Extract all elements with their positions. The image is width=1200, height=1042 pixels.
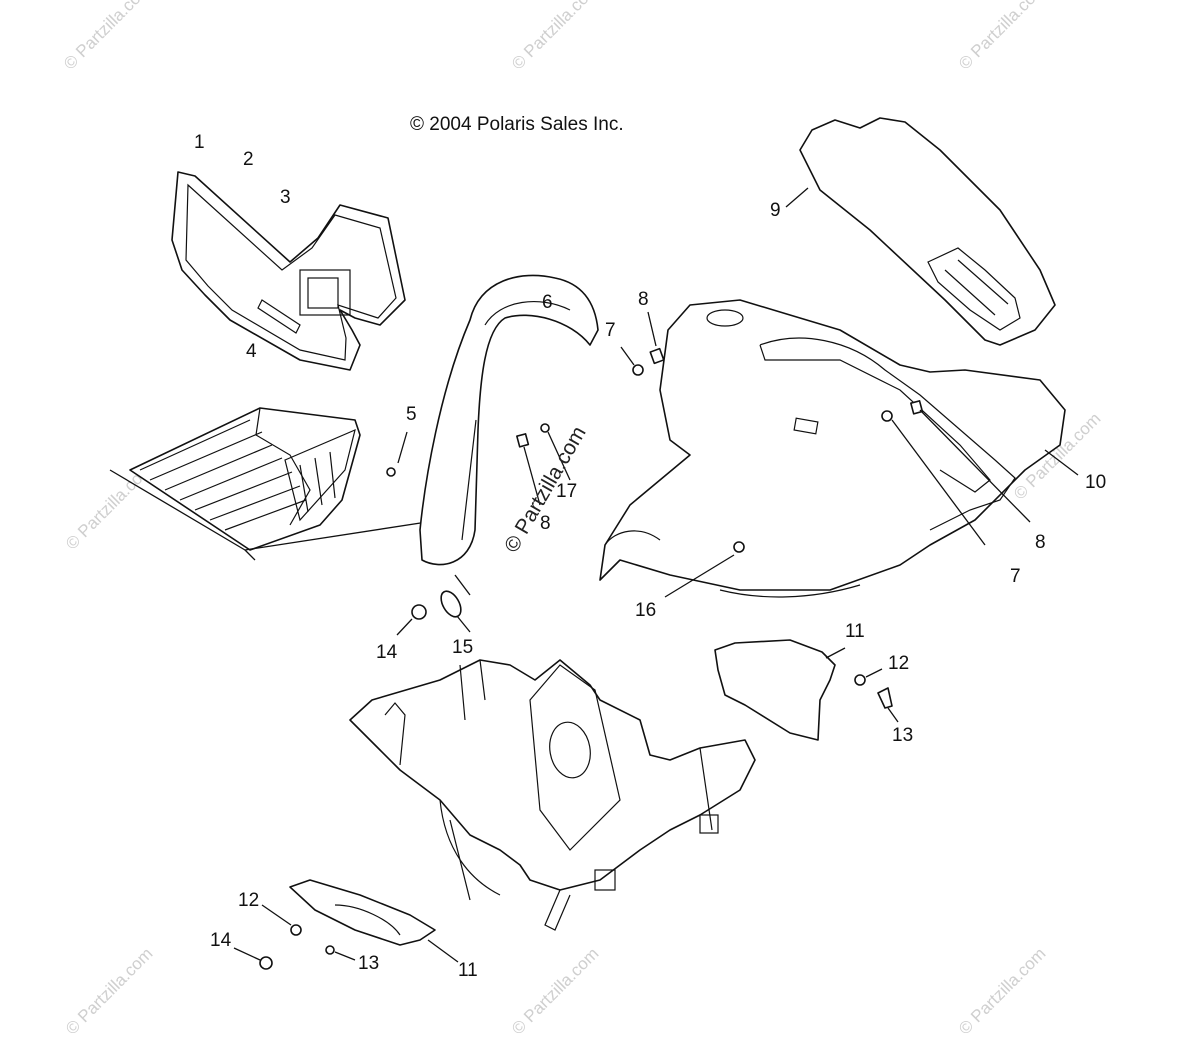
callout-11-a: 11 xyxy=(845,621,865,642)
callout-13-b: 13 xyxy=(358,953,379,974)
callout-14-a: 14 xyxy=(376,642,398,663)
side-shield-part-upper xyxy=(714,639,846,741)
frame-part xyxy=(349,659,756,931)
callout-12-a: 12 xyxy=(888,653,909,674)
callout-6: 6 xyxy=(542,292,553,313)
callout-13-a: 13 xyxy=(892,725,913,746)
callout-16: 16 xyxy=(635,600,656,621)
callout-3: 3 xyxy=(280,187,291,208)
callout-4: 4 xyxy=(246,341,257,362)
copyright-notice: © 2004 Polaris Sales Inc. xyxy=(410,114,624,135)
callout-10: 10 xyxy=(1085,472,1106,493)
callout-12-b: 12 xyxy=(238,890,259,911)
callout-17: 17 xyxy=(556,481,577,502)
seat-part xyxy=(785,117,1056,346)
callout-14-b: 14 xyxy=(210,930,232,951)
callout-9: 9 xyxy=(770,200,781,221)
callout-5: 5 xyxy=(406,404,417,425)
callout-15: 15 xyxy=(452,637,473,658)
callout-8-c: 8 xyxy=(1035,532,1046,553)
callout-8-a: 8 xyxy=(638,289,649,310)
rear-fender-part xyxy=(599,299,1079,598)
callout-7-a: 7 xyxy=(605,320,616,341)
fender-flare-part xyxy=(419,274,599,596)
callout-1: 1 xyxy=(194,132,205,153)
callout-labels: 1 2 3 4 5 6 7 8 9 10 11 12 13 14 15 16 1… xyxy=(194,132,1106,981)
front-panel-part xyxy=(171,171,406,371)
skid-plate-part-lower xyxy=(289,879,459,963)
callout-2: 2 xyxy=(243,149,254,170)
hardware-fasteners xyxy=(233,311,1031,970)
footwell-part xyxy=(109,407,441,561)
callout-11-b: 11 xyxy=(458,960,478,981)
callout-7-b: 7 xyxy=(1010,566,1021,587)
callout-8-b: 8 xyxy=(540,513,551,534)
